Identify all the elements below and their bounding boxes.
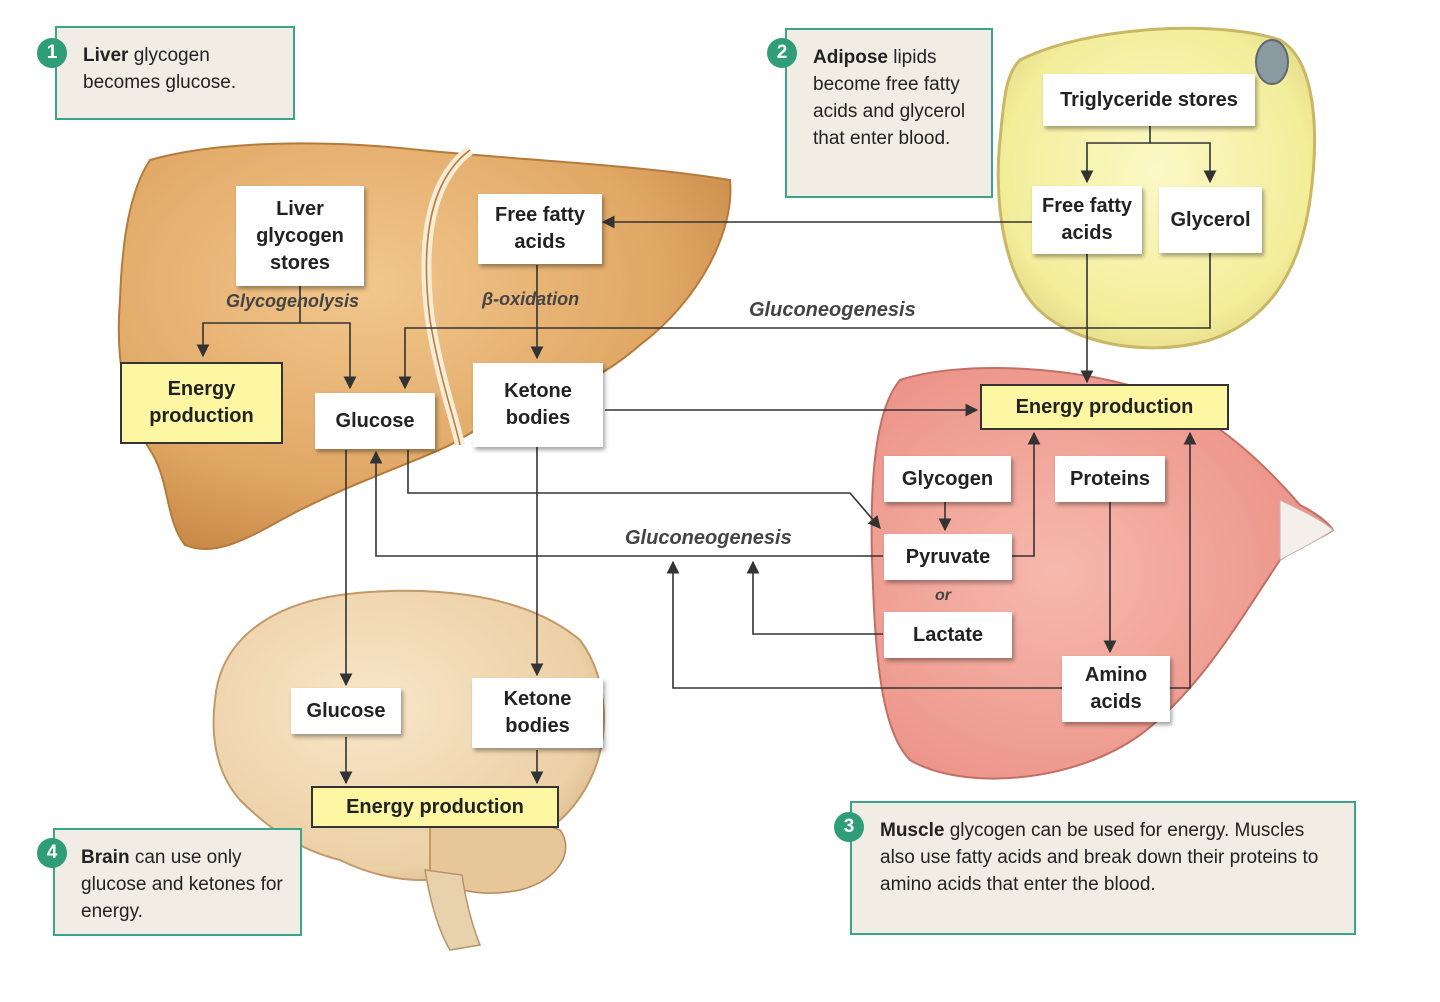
muscle-tendon [1279, 499, 1334, 561]
note-brain-text: can use only glucose and ketones for ene… [81, 847, 283, 922]
arrow-glycerol-to-glucose [398, 253, 1211, 390]
liver-glucose-box: Glucose [315, 393, 435, 449]
glycogenolysis-label: Glycogenolysis [226, 291, 360, 311]
liver-glycogen-stores-box: Liver glycogen stores [236, 186, 364, 286]
amino-acids-box: Amino acids [1062, 656, 1170, 722]
line-trig-split [1080, 125, 1151, 184]
note-brain: Brain can use only glucose and ketones f… [53, 828, 302, 936]
note-muscle-text: glycogen can be used for energy. Muscles… [880, 820, 1319, 895]
triglyceride-stores-box: Triglyceride stores [1043, 74, 1255, 126]
brain-ketone-bodies-box: Ketone bodies [472, 678, 603, 748]
note-brain-bold: Brain [81, 847, 130, 868]
note-liver: Liver glycogen becomes glucose. [55, 26, 295, 120]
note-adipose-text: lipids become free fatty acids and glyce… [813, 47, 966, 149]
gluconeogenesis-label-mid: Gluconeogenesis [625, 527, 792, 549]
badge-1: 1 [37, 38, 67, 68]
liver-ligament-edge [425, 149, 471, 446]
note-liver-bold: Liver [83, 45, 129, 66]
lactate-box: Lactate [884, 612, 1012, 658]
liver-free-fatty-acids-box: Free fatty acids [478, 194, 602, 264]
note-muscle: Muscle glycogen can be used for energy. … [850, 801, 1356, 935]
arrow-amino-to-energy [1170, 431, 1197, 689]
arrow-glycogen-to-energy [196, 285, 301, 358]
brain-glucose-box: Glucose [291, 688, 401, 734]
brain-energy-production-box: Energy production [311, 786, 559, 828]
note-adipose: Adipose lipids become free fatty acids a… [785, 28, 993, 198]
glycerol-box: Glycerol [1159, 187, 1262, 253]
arrow-pyruvate-to-energy [1012, 431, 1041, 557]
arrow-glycogen-to-glucose [300, 322, 357, 390]
liver-energy-production-box: Energy production [120, 362, 283, 444]
adipose-free-fatty-acids-box: Free fatty acids [1032, 186, 1142, 254]
badge-4: 4 [37, 838, 67, 868]
note-muscle-bold: Muscle [880, 820, 945, 841]
muscle-glycogen-box: Glycogen [884, 456, 1011, 502]
badge-3: 3 [834, 812, 864, 842]
muscle-energy-production-box: Energy production [980, 384, 1229, 430]
beta-oxidation-label: β-oxidation [482, 289, 580, 309]
or-label: or [935, 587, 951, 604]
gluconeogenesis-label-top: Gluconeogenesis [749, 299, 916, 321]
note-liver-text: glycogen becomes glucose. [83, 45, 237, 93]
adipose-nucleus [1255, 39, 1289, 85]
note-adipose-bold: Adipose [813, 47, 888, 68]
proteins-box: Proteins [1055, 456, 1165, 502]
pyruvate-box: Pyruvate [884, 534, 1012, 580]
brainstem [424, 869, 482, 951]
arrow-trig-to-glycerol [1150, 142, 1217, 184]
arrow-lactate-to-gluconeogenesis [746, 560, 883, 635]
arrow-amino-to-gluconeogenesis [666, 560, 1062, 689]
liver-ketone-bodies-box: Ketone bodies [473, 363, 603, 447]
badge-2: 2 [767, 38, 797, 68]
arrow-glucose-to-pyruvate [407, 450, 881, 529]
arrow-pyruvate-to-glucose [369, 450, 883, 557]
